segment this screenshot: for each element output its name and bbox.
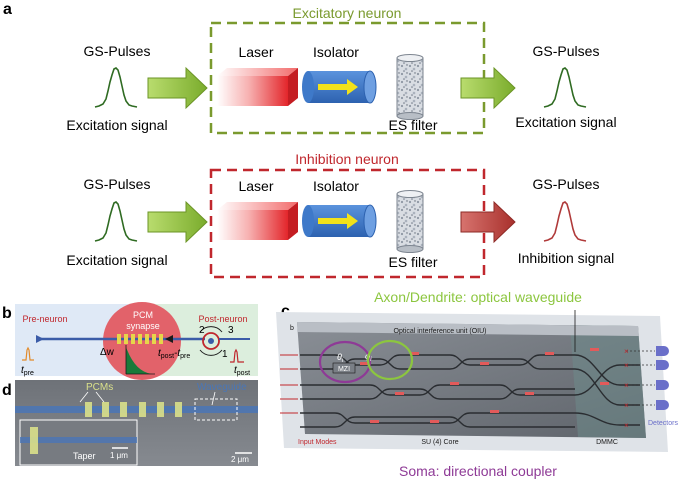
t-diff-label: tpost-tpre	[158, 348, 190, 360]
t-post-label: tpost	[234, 365, 250, 377]
inhibition-filter-label: ES filter	[388, 254, 437, 270]
excitatory-laser	[217, 68, 298, 106]
post-neuron-label: Post-neuron	[198, 314, 247, 324]
pcms-label: PCMs	[86, 382, 113, 393]
inset-scale-label: 1 μm	[110, 451, 128, 460]
output-markers: × × × × ×	[624, 347, 629, 430]
pcm-cells	[117, 334, 163, 344]
excitatory-output-pulse-label: GS-Pulses	[533, 43, 600, 59]
detector-links	[626, 350, 655, 406]
core-label: SU (4) Core	[421, 439, 458, 446]
mzi-label: MZI	[338, 366, 350, 373]
svg-text:×: ×	[624, 401, 629, 410]
inhibition-input-pulse	[94, 201, 138, 242]
svg-text:×: ×	[624, 361, 629, 370]
inhibition-isolator	[302, 204, 377, 238]
detector-icon	[656, 380, 669, 390]
waveguide-label: Waveguide	[197, 382, 247, 393]
chip-core	[297, 322, 646, 438]
detector-icon	[656, 400, 669, 410]
corner-b-label: b	[290, 325, 294, 332]
excitatory-input-pulse	[94, 67, 138, 108]
oiu-label: Optical interference unit (OIU)	[394, 328, 487, 335]
oiu-strip	[297, 322, 639, 336]
excitatory-es-filter	[396, 54, 424, 120]
inhibition-output-signal-label: Inhibition signal	[518, 250, 615, 266]
svg-text:×: ×	[624, 421, 629, 430]
excitatory-filter-label: ES filter	[388, 117, 437, 133]
panel-b-label: b	[2, 305, 12, 322]
post-pulse-icon	[230, 348, 244, 363]
soma-title: Soma: directional coupler	[399, 463, 557, 479]
port-1-label: 1	[222, 349, 228, 360]
inhibition-title: Inhibition neuron	[295, 151, 399, 167]
sem-zoom-box	[194, 398, 238, 421]
panel-d-sem: PCMs Waveguide Taper 1 μm 2 μm	[15, 380, 258, 466]
axon-waveguide-ring	[366, 339, 414, 381]
t-pre-label: tpre	[21, 365, 34, 377]
taper-label: Taper	[73, 451, 96, 461]
inhibition-laser-label: Laser	[238, 178, 273, 194]
input-arrowhead-icon	[36, 335, 44, 343]
backward-arrowhead-icon	[165, 335, 173, 343]
excitatory-isolator	[302, 70, 377, 104]
panel-b-synapse: Pre-neuron Post-neuron PCM synapse 2 3	[15, 302, 258, 380]
phase-shifters	[360, 348, 609, 423]
inhibition-output-pulse	[543, 201, 587, 242]
svg-text:×: ×	[624, 347, 629, 356]
inhibition-input-arrow	[147, 200, 208, 244]
inhibition-output-pulse-label: GS-Pulses	[533, 176, 600, 192]
pre-neuron-label: Pre-neuron	[22, 314, 67, 324]
pre-pulse-icon	[22, 346, 34, 361]
inhibition-laser	[217, 202, 298, 240]
photonic-chip: Optical interference unit (OIU) b	[276, 310, 678, 452]
port-2-label: 2	[199, 325, 205, 336]
excitatory-input-signal-label: Excitation signal	[66, 117, 167, 133]
inhibition-es-filter	[396, 190, 424, 253]
svg-text:×: ×	[624, 381, 629, 390]
port-3-label: 3	[228, 325, 234, 336]
excitatory-input-arrow	[147, 66, 208, 110]
main-scale-label: 2 μm	[231, 455, 249, 464]
excitatory-output-signal-label: Excitation signal	[515, 114, 616, 130]
inhibition-input-pulse-label: GS-Pulses	[84, 176, 151, 192]
inhibition-row: Inhibition neuron GS-Pulses Excitation s…	[66, 151, 615, 279]
panel-a-label: a	[3, 1, 12, 18]
delta-w-label: Δw	[100, 347, 115, 358]
input-mode-arrows	[280, 354, 298, 414]
detectors-label: Detectors	[648, 420, 678, 427]
detector-icons	[656, 346, 669, 410]
soma-mzi-ring	[318, 340, 372, 384]
excitatory-output-arrow	[460, 66, 516, 110]
excitatory-isolator-arrow-icon	[318, 79, 358, 95]
sem-pcm-cells	[85, 402, 182, 417]
inhibition-output-arrow	[460, 200, 516, 244]
detector-icon	[656, 346, 669, 356]
detector-icon	[656, 360, 669, 370]
synapse-label-line2: synapse	[126, 321, 160, 331]
excitatory-row: Excitatory neuron GS-Pulses Excitation s…	[66, 5, 617, 135]
input-modes-label: Input Modes	[298, 439, 337, 446]
inhibition-isolator-arrow-icon	[318, 213, 358, 229]
inhibition-input-signal-label: Excitation signal	[66, 252, 167, 268]
excitatory-input-pulse-label: GS-Pulses	[84, 43, 151, 59]
axon-title: Axon/Dendrite: optical waveguide	[374, 289, 582, 305]
excitatory-laser-label: Laser	[238, 44, 273, 60]
panel-d-label: d	[2, 382, 12, 399]
circulator-icon	[199, 326, 223, 356]
theta-label: θi	[337, 352, 344, 364]
excitatory-title: Excitatory neuron	[293, 5, 402, 21]
panel-c-label: c	[281, 303, 290, 320]
waveguide-network	[300, 354, 640, 428]
inhibition-isolator-label: Isolator	[313, 178, 359, 194]
excitatory-output-pulse	[543, 67, 587, 108]
sem-waveguide	[15, 406, 258, 413]
dmmc-label: DMMC	[596, 439, 618, 446]
stdp-curve-icon	[126, 347, 152, 374]
excitatory-isolator-label: Isolator	[313, 44, 359, 60]
synapse-label-line1: PCM	[133, 310, 153, 320]
